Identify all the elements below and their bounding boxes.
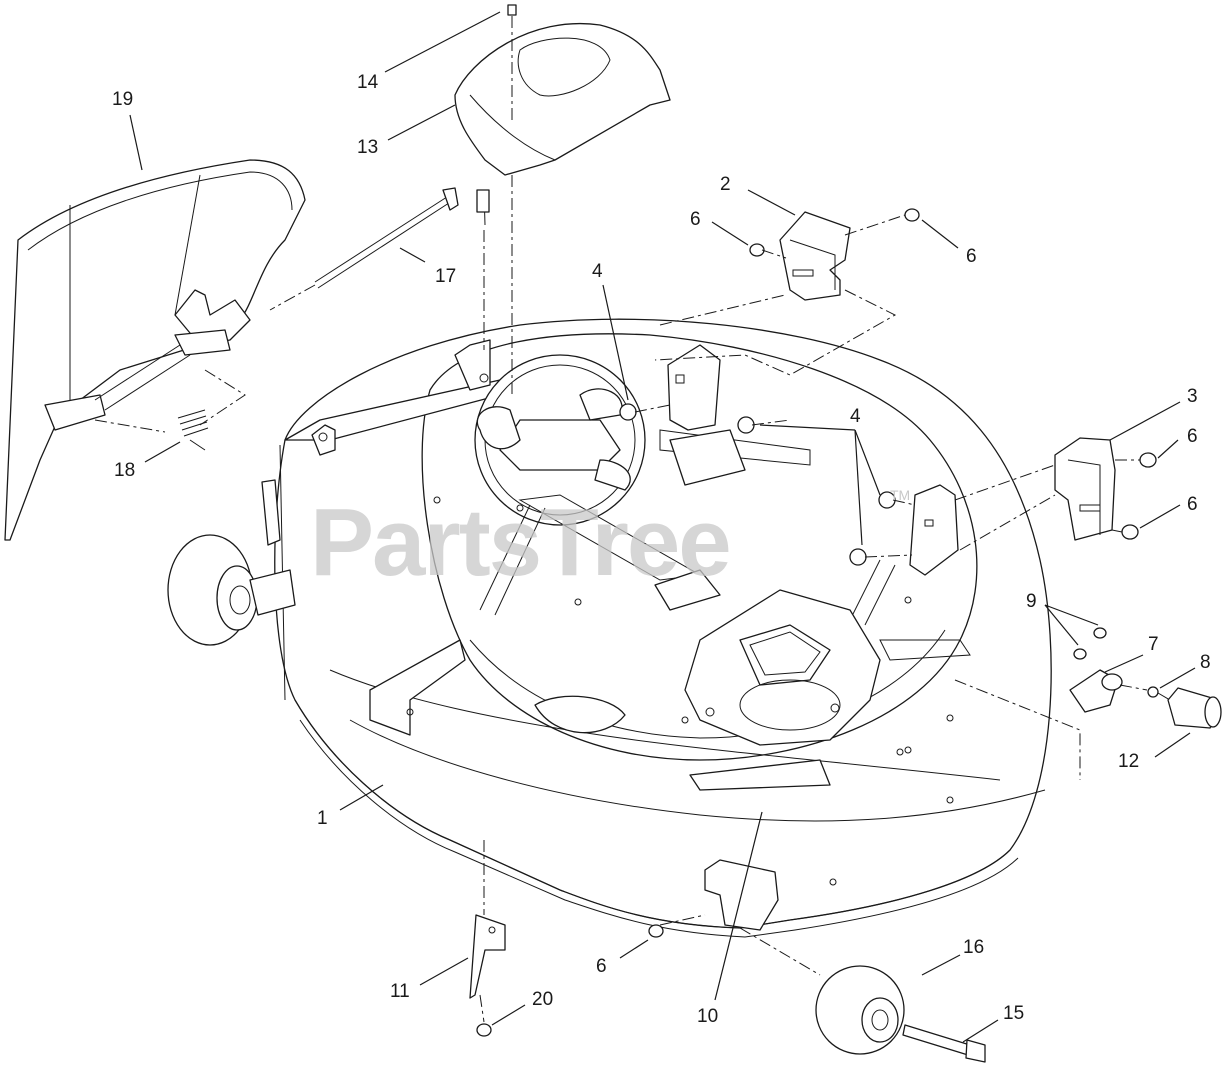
nut-6-left [749,243,765,257]
callout-7: 7 [1148,634,1159,655]
discharge-chute [4,159,306,541]
torsion-spring [177,409,209,451]
callout-6-right-upper: 6 [1187,426,1198,447]
partstree-watermark: PartsTree TM [310,487,910,596]
callout-6-right-lower: 6 [1187,494,1198,515]
washer-8 [1147,686,1159,698]
callout-10: 10 [697,1006,718,1027]
callout-1: 1 [317,808,328,829]
right-caster-wheel [815,965,905,1055]
deck-bracket-upper [667,344,721,431]
callout-labels: 19 14 13 17 2 6 6 4 4 3 6 6 18 9 7 8 12 … [112,72,1211,1027]
callout-20: 20 [532,989,553,1010]
callout-3: 3 [1187,386,1198,407]
gauge-bracket-11 [469,914,506,999]
callout-11: 11 [390,981,410,1002]
callout-6-bottom: 6 [596,956,607,977]
callout-14: 14 [357,72,379,93]
bracket-upper [779,211,851,301]
callout-15: 15 [1003,1003,1024,1024]
callout-12: 12 [1118,751,1139,772]
callout-4-lower: 4 [850,406,861,427]
watermark-trademark: TM [890,487,910,503]
axle-bolt-15 [902,1024,986,1063]
callout-9: 9 [1026,591,1037,612]
callout-16: 16 [963,937,984,958]
assembly-lines [94,16,1171,1023]
leader-lines [129,11,1196,1043]
screws-9 [1073,627,1107,660]
grease-fitting-elbow [1069,669,1123,713]
left-caster-wheel [167,479,296,646]
callout-8: 8 [1200,652,1211,673]
callout-6-upper-right: 6 [966,246,977,267]
nut-6-bottom [648,924,664,938]
callout-2: 2 [720,174,731,195]
nut-6-lower-right [1121,524,1139,540]
wash-port-cap [1167,687,1222,729]
callout-17: 17 [435,266,456,287]
bracket-lower-right [1054,437,1116,541]
spindle-cover [454,4,671,176]
mower-deck-shell [274,318,1052,938]
watermark-text: PartsTree [310,489,730,596]
nut-6-upper-right [1139,452,1157,468]
hinge-rod [314,187,490,289]
callout-19: 19 [112,89,133,110]
callout-18: 18 [114,460,135,481]
nut-20 [476,1023,492,1037]
nut-6-right [904,208,920,222]
callout-6-upper-left: 6 [690,209,701,230]
deck-bracket-lower [909,484,959,576]
callout-13: 13 [357,137,378,158]
callout-4-upper: 4 [592,261,603,282]
